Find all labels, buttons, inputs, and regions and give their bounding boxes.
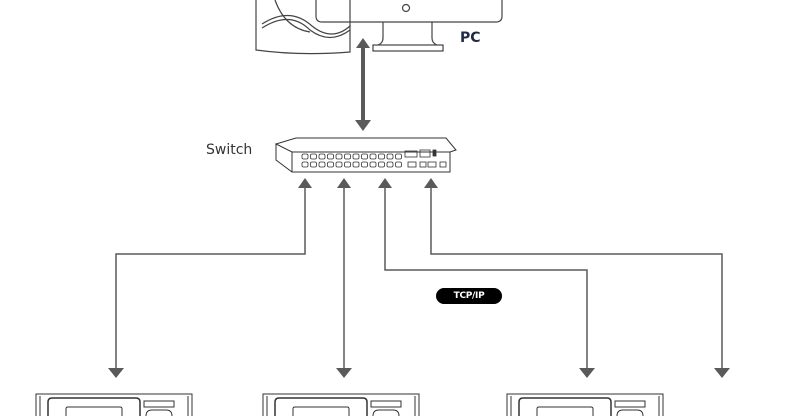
switch-icon [274, 137, 457, 173]
device-2-icon [262, 393, 420, 416]
device-1-icon [35, 393, 193, 416]
arrow-down-icon [336, 368, 352, 378]
switch-port-icon [395, 153, 402, 160]
arrow-up-icon [298, 178, 312, 188]
arrow-down-icon [714, 368, 730, 378]
pc-arrow-up-icon [356, 38, 370, 48]
switch-port-icon [361, 153, 368, 160]
switch-port-icon [395, 161, 402, 168]
switch-port-icon [369, 161, 377, 168]
switch-port-icon [335, 153, 343, 160]
device-3-icon [506, 393, 664, 416]
arrow-down-icon [108, 368, 124, 378]
pc-tower-icon [255, 0, 351, 55]
switch-port-icon [369, 153, 377, 160]
switch-port-icon [327, 161, 334, 168]
switch-uplink-port-icon [419, 161, 427, 168]
switch-port-icon [344, 153, 351, 160]
arrow-up-icon [424, 178, 438, 188]
switch-port-icon [327, 153, 334, 160]
switch-port-icon [318, 161, 326, 168]
switch-port-icon [378, 153, 385, 160]
switch-uplink-port-icon [439, 161, 447, 168]
switch-port-icon [352, 161, 360, 168]
arrow-up-icon [337, 178, 351, 188]
switch-port-icon [344, 161, 351, 168]
protocol-badge: TCP/IP [436, 288, 502, 304]
switch-port-icon [361, 161, 368, 168]
switch-uplink-port-icon [407, 161, 417, 168]
switch-uplink-port-icon [419, 149, 431, 158]
pc-label: PC [460, 30, 481, 46]
switch-port-icon [310, 161, 317, 168]
switch-label: Switch [206, 142, 253, 158]
switch-device-links [115, 186, 723, 370]
switch-port-icon [301, 153, 309, 160]
switch-port-icon [301, 161, 309, 168]
arrow-down-icon [579, 368, 595, 378]
switch-port-icon [386, 153, 394, 160]
switch-port-icon [352, 153, 360, 160]
arrow-up-icon [378, 178, 392, 188]
switch-port-icon [310, 153, 317, 160]
switch-port-icon [318, 153, 326, 160]
switch-arrow-down-icon [355, 120, 371, 131]
link-device-3 [384, 186, 588, 370]
switch-port-icon [335, 161, 343, 168]
switch-uplink-port-icon [427, 161, 437, 168]
pc-monitor-icon [315, 0, 503, 52]
switch-uplink-port-icon [404, 150, 418, 158]
switch-port-icon [386, 161, 394, 168]
link-device-4 [430, 186, 723, 370]
switch-port-icon [378, 161, 385, 168]
switch-led-icon [432, 149, 437, 157]
link-device-1 [115, 186, 306, 370]
